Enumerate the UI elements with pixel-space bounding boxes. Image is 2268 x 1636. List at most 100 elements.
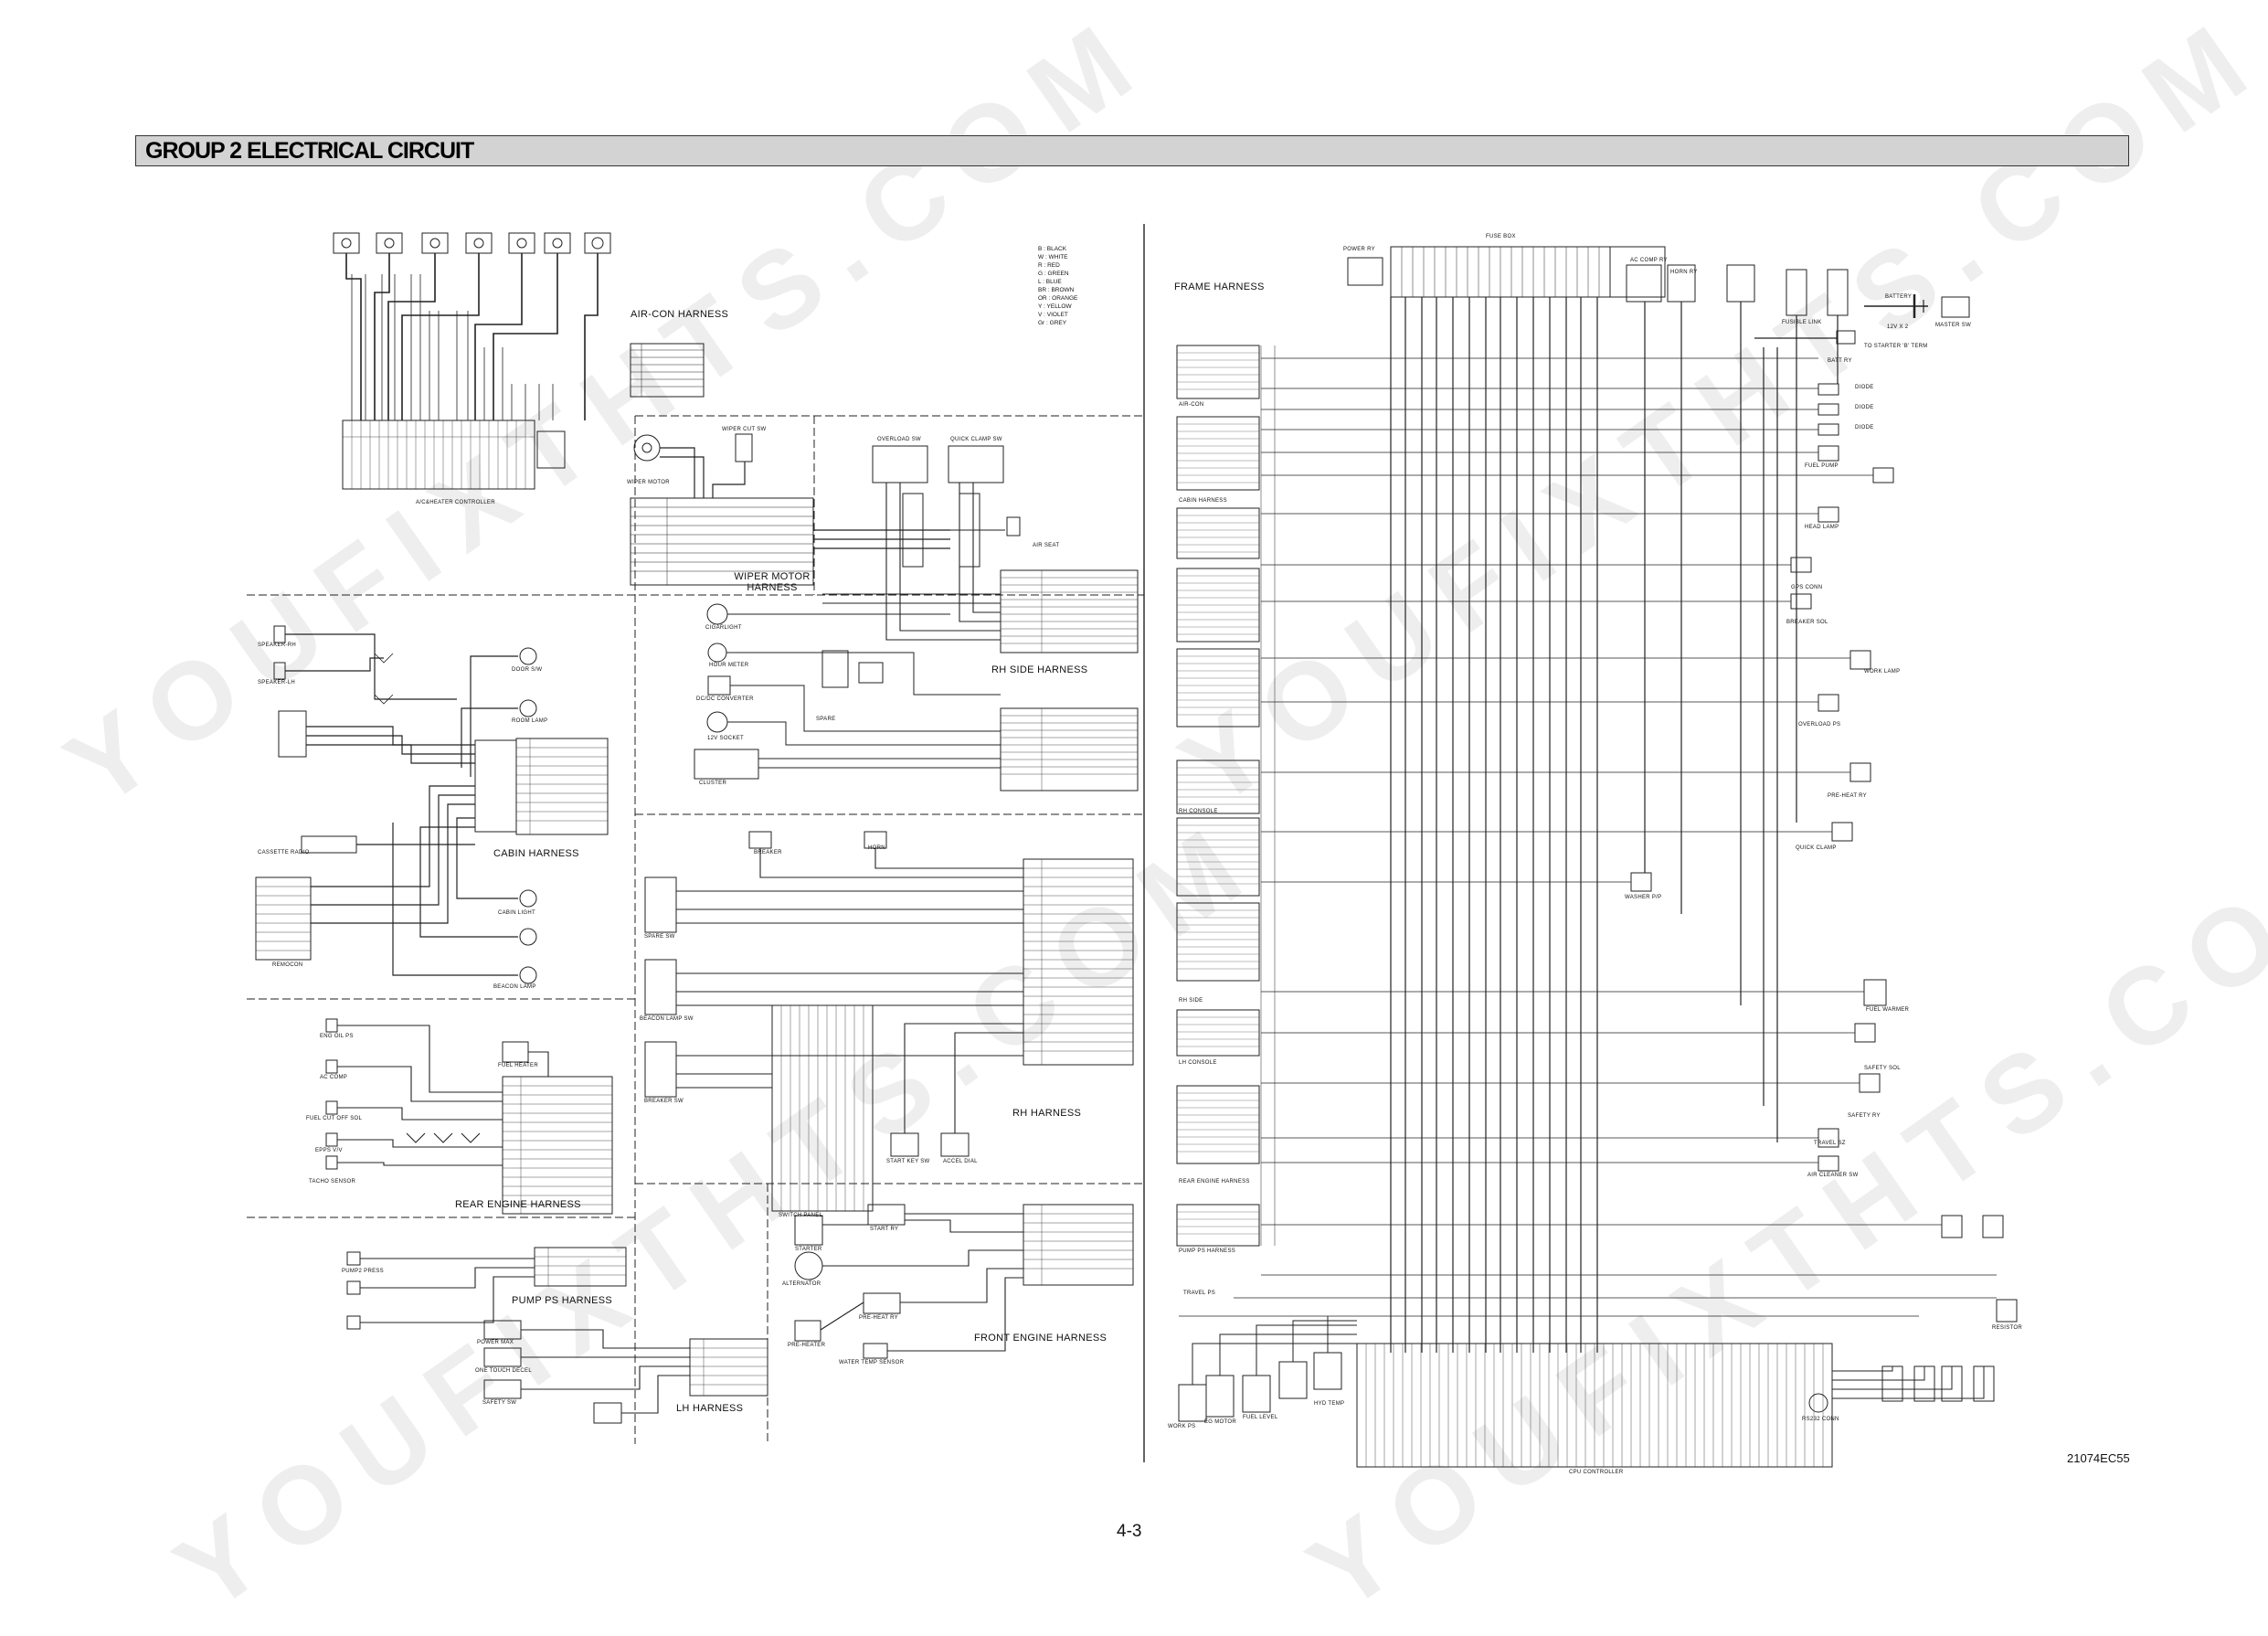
wire-color-legend: B : BLACK W : WHITE R : RED G : GREEN L … bbox=[1038, 245, 1077, 327]
component-label: WASHER P/P bbox=[1625, 895, 1662, 900]
component-label: BEACON LAMP bbox=[493, 984, 536, 990]
component-label: WORK LAMP bbox=[1864, 669, 1901, 675]
component-label: HEAD LAMP bbox=[1805, 525, 1839, 530]
frame-group-label: CABIN HARNESS bbox=[1179, 498, 1227, 504]
component-label: FUEL HEATER bbox=[498, 1063, 538, 1068]
section-header: GROUP 2 ELECTRICAL CIRCUIT bbox=[135, 135, 2129, 166]
component-label: DIODE bbox=[1855, 425, 1874, 430]
component-label: WORK PS bbox=[1168, 1424, 1196, 1429]
component-label: STARTER bbox=[795, 1247, 822, 1252]
frame-group-label: LH CONSOLE bbox=[1179, 1060, 1217, 1066]
component-label: FUEL CUT OFF SOL bbox=[306, 1116, 363, 1121]
harness-label-aircon: AIR-CON HARNESS bbox=[631, 309, 729, 320]
component-label: DC/DC CONVERTER bbox=[696, 696, 754, 702]
legend-item: W : WHITE bbox=[1038, 254, 1068, 260]
component-label: MASTER SW bbox=[1935, 323, 1972, 328]
component-label: DIODE bbox=[1855, 385, 1874, 390]
component-label: HORN bbox=[868, 845, 885, 851]
legend-item: R : RED bbox=[1038, 262, 1060, 269]
component-label: AIR SEAT bbox=[1033, 543, 1060, 548]
component-label: FUEL LEVEL bbox=[1243, 1415, 1278, 1420]
component-label: AIR CLEANER SW bbox=[1807, 1173, 1859, 1178]
component-label: SPEAKER-RH bbox=[258, 643, 297, 648]
harness-label-rh-side: RH SIDE HARNESS bbox=[991, 664, 1088, 675]
harness-label-frame: FRAME HARNESS bbox=[1174, 282, 1265, 292]
component-label: A/C&HEATER CONTROLLER bbox=[416, 500, 495, 505]
harness-label-pump-ps: PUMP PS HARNESS bbox=[512, 1295, 613, 1306]
component-label: BREAKER bbox=[754, 850, 782, 855]
page-number: 4-3 bbox=[1117, 1522, 1142, 1541]
component-label: EG MOTOR bbox=[1204, 1419, 1236, 1425]
component-label: CABIN LIGHT bbox=[498, 910, 535, 916]
component-label: ALTERNATOR bbox=[782, 1281, 821, 1287]
legend-item: L : BLUE bbox=[1038, 279, 1062, 285]
component-label: ACCEL DIAL bbox=[943, 1159, 978, 1164]
component-label: BREAKER SW bbox=[644, 1099, 684, 1104]
frame-group-label: PUMP PS HARNESS bbox=[1179, 1248, 1236, 1254]
component-label: DIODE bbox=[1855, 405, 1874, 410]
page-title: GROUP 2 ELECTRICAL CIRCUIT bbox=[145, 138, 474, 164]
component-label: RS232 CONN bbox=[1802, 1417, 1839, 1422]
harness-label-wiper-motor: WIPER MOTOR HARNESS bbox=[734, 571, 811, 593]
legend-item: BR : BROWN bbox=[1038, 287, 1075, 293]
drawing-code: 21074EC55 bbox=[2067, 1451, 2130, 1465]
component-label: SAFETY SW bbox=[482, 1400, 517, 1406]
component-label: FUSIBLE LINK bbox=[1782, 320, 1822, 325]
component-label: OVERLOAD SW bbox=[877, 437, 921, 442]
component-label: FUEL WARMER bbox=[1866, 1007, 1910, 1013]
legend-item: Y : YELLOW bbox=[1038, 303, 1072, 310]
component-label: QUICK CLAMP SW bbox=[950, 437, 1002, 442]
harness-label-front-engine: FRONT ENGINE HARNESS bbox=[974, 1333, 1108, 1344]
component-label: TACHO SENSOR bbox=[309, 1179, 356, 1185]
frame-group-label: AIR-CON bbox=[1179, 402, 1204, 408]
component-label: AC COMP bbox=[320, 1075, 348, 1080]
harness-label-lh: LH HARNESS bbox=[676, 1403, 744, 1414]
component-label: DOOR S/W bbox=[512, 667, 543, 673]
component-label: PRE-HEAT RY bbox=[1828, 793, 1867, 799]
component-label: WIPER CUT SW bbox=[722, 427, 767, 432]
component-label: GPS CONN bbox=[1791, 585, 1823, 590]
component-label: SAFETY SOL bbox=[1864, 1066, 1901, 1071]
component-label: TRAVEL SZ bbox=[1814, 1141, 1846, 1146]
component-label: CPU CONTROLLER bbox=[1569, 1470, 1624, 1475]
component-label: SAFETY RY bbox=[1848, 1113, 1881, 1119]
legend-item: OR : ORANGE bbox=[1038, 295, 1078, 302]
harness-label-rh: RH HARNESS bbox=[1012, 1108, 1082, 1119]
component-label: POWER MAX bbox=[477, 1340, 514, 1345]
component-label: CIGARLIGHT bbox=[705, 625, 742, 631]
legend-item: B : BLACK bbox=[1038, 246, 1067, 252]
legend-item: G : GREEN bbox=[1038, 271, 1069, 277]
component-label: OVERLOAD PS bbox=[1798, 722, 1841, 728]
component-label: PRE-HEAT RY bbox=[859, 1315, 898, 1321]
component-label: 12V SOCKET bbox=[707, 736, 745, 741]
component-label: FUEL PUMP bbox=[1805, 463, 1839, 469]
harness-label-rear-engine: REAR ENGINE HARNESS bbox=[455, 1199, 581, 1210]
component-label: SPARE bbox=[816, 717, 836, 722]
frame-group-label: REAR ENGINE HARNESS bbox=[1179, 1179, 1250, 1185]
component-label: BEACON LAMP SW bbox=[640, 1016, 694, 1022]
component-label: START RY bbox=[870, 1227, 899, 1232]
component-label: CLUSTER bbox=[699, 781, 727, 786]
component-label: ONE TOUCH DECEL bbox=[475, 1368, 532, 1374]
component-label: EPPS V/V bbox=[315, 1148, 343, 1153]
component-label: RESISTOR bbox=[1992, 1325, 2022, 1331]
component-label: POWER RY bbox=[1343, 247, 1375, 252]
component-label: HOUR METER bbox=[709, 663, 749, 668]
component-label: ROOM LAMP bbox=[512, 718, 548, 724]
legend-item: V : VIOLET bbox=[1038, 312, 1068, 318]
component-label: REMOCON bbox=[272, 962, 303, 968]
frame-group-label: RH CONSOLE bbox=[1179, 809, 1218, 814]
component-label: 12V X 2 bbox=[1887, 324, 1909, 330]
component-label: SPARE SW bbox=[644, 934, 675, 940]
component-label: CASSETTE RADIO bbox=[258, 850, 310, 855]
component-label: SPEAKER-LH bbox=[258, 680, 296, 685]
component-label: BATT RY bbox=[1828, 358, 1852, 364]
component-label: FUSE BOX bbox=[1486, 234, 1516, 239]
component-label: BATTERY bbox=[1885, 294, 1913, 300]
component-label: ENG OIL PS bbox=[320, 1034, 354, 1039]
component-label: WATER TEMP SENSOR bbox=[839, 1360, 905, 1365]
frame-group-label: RH SIDE bbox=[1179, 998, 1203, 1004]
component-label: PUMP2 PRESS bbox=[342, 1269, 384, 1274]
component-label: WIPER MOTOR bbox=[627, 480, 670, 485]
